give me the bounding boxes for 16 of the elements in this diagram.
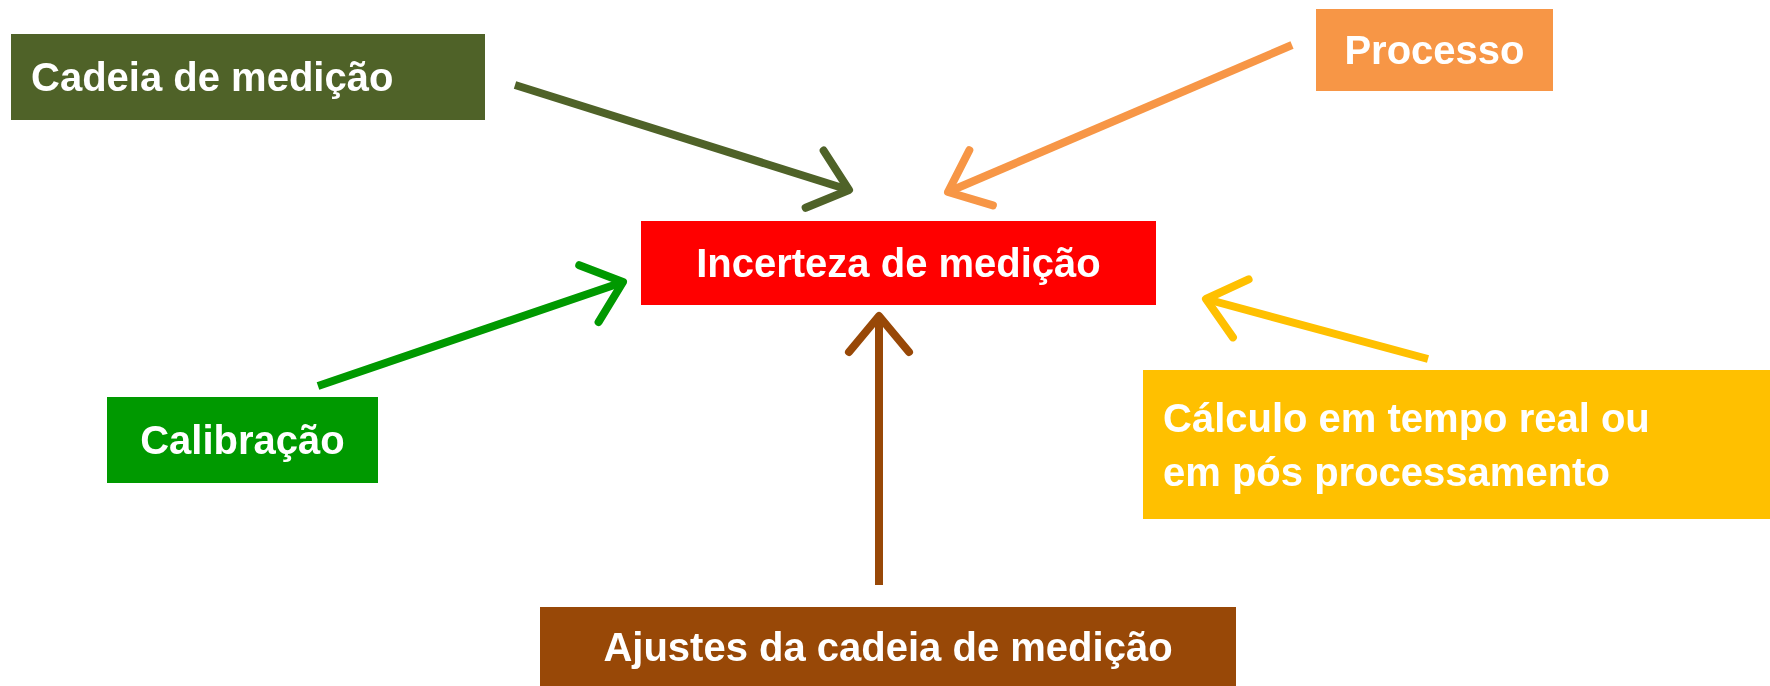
label-box	[641, 221, 1156, 305]
box-label: Cálculo em tempo real ou em pós processamento	[1163, 394, 1651, 496]
label-box	[540, 607, 1236, 686]
arrow	[513, 81, 853, 212]
box-label: Calibração	[140, 417, 345, 464]
arrow	[316, 261, 627, 390]
box-label: Cadeia de medição	[31, 54, 394, 101]
box-label: Processo	[1344, 27, 1525, 74]
label-box	[1143, 370, 1770, 519]
box-label: Incerteza de medição	[696, 240, 1101, 287]
label-box	[11, 34, 485, 120]
arrow	[1202, 275, 1430, 363]
arrow	[944, 41, 1294, 210]
label-box	[1316, 9, 1553, 91]
label-box	[107, 397, 378, 483]
box-label: Ajustes da cadeia de medição	[603, 623, 1173, 671]
